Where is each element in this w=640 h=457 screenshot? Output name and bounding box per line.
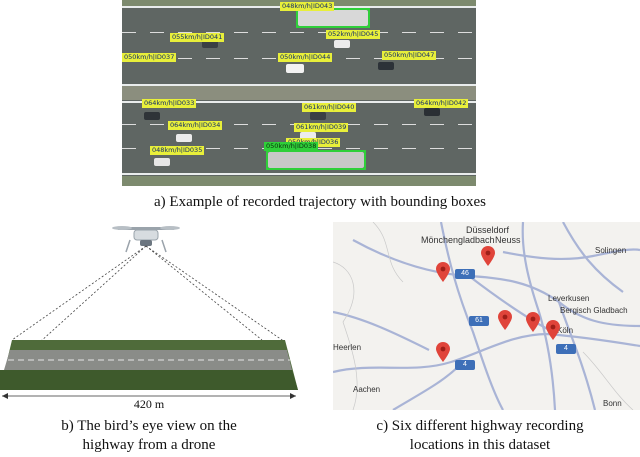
city-label: Solingen	[595, 246, 627, 255]
lane-line	[122, 32, 476, 33]
lane-line	[122, 101, 476, 103]
highway-shield: 46	[455, 269, 475, 279]
view-cone	[11, 245, 286, 343]
lane-line	[122, 173, 476, 175]
location-pin-icon	[526, 312, 540, 332]
trajectory-label: 048km/h|ID043	[280, 2, 335, 11]
trajectory-label: 055km/h|ID041	[170, 33, 225, 42]
caption-b-line1: b) The bird’s eye view on the	[61, 418, 237, 434]
trajectory-label: 061km/h|ID039	[294, 123, 349, 132]
trajectory-label: 064km/h|ID034	[168, 121, 223, 130]
truck	[298, 10, 368, 26]
recording-locations-map: Düsseldorf Mönchengladbach Neuss Solinge…	[333, 222, 640, 410]
location-pin-icon	[436, 342, 450, 362]
trajectory-label: 050km/h|ID044	[278, 53, 333, 62]
highway-shield: 4	[556, 344, 576, 354]
bounding-box	[266, 150, 366, 170]
drone-icon	[112, 226, 180, 253]
city-label: Neuss	[495, 235, 521, 245]
car	[176, 134, 192, 142]
trajectory-label: 064km/h|ID042	[414, 99, 469, 108]
car	[378, 62, 394, 70]
drone-diagram	[0, 226, 298, 399]
car	[154, 158, 170, 166]
highway-shield: 4	[455, 360, 475, 370]
trajectory-label: 050km/h|ID037	[122, 53, 177, 62]
caption-c-line1: c) Six different highway recording	[376, 418, 584, 434]
caption-c-line2: locations in this dataset	[409, 437, 551, 453]
car	[334, 40, 350, 48]
trajectory-label: 050km/h|ID038	[264, 142, 319, 151]
trajectory-label: 052km/h|ID045	[326, 30, 381, 39]
distance-label: 420 m	[133, 397, 165, 411]
caption-a: a) Example of recorded trajectory with b…	[154, 194, 486, 210]
city-label: Mönchengladbach	[421, 235, 495, 245]
car	[144, 112, 160, 120]
city-label: Heerlen	[333, 343, 362, 352]
drone-view-illustration: 420 m	[0, 222, 298, 412]
caption-b-line2: highway from a drone	[82, 437, 216, 453]
car	[202, 40, 218, 48]
location-pin-icon	[546, 320, 560, 340]
city-label: Köln	[557, 326, 574, 335]
trajectory-label: 064km/h|ID033	[142, 99, 197, 108]
truck	[268, 152, 364, 168]
bounding-box	[296, 8, 370, 28]
location-pin-icon	[481, 246, 495, 266]
city-label: Leverkusen	[548, 294, 590, 303]
car	[300, 132, 316, 140]
trajectory-label: 048km/h|ID035	[150, 146, 205, 155]
car	[424, 108, 440, 116]
city-label: Aachen	[353, 385, 381, 394]
city-label: Düsseldorf	[466, 225, 510, 235]
location-pin-icon	[498, 310, 512, 330]
highway-shield: 61	[469, 316, 489, 326]
trajectory-label: 050km/h|ID047	[382, 51, 437, 60]
grass-strip	[122, 176, 476, 186]
city-label: Bonn	[603, 399, 622, 408]
median-strip	[122, 86, 476, 100]
lane-line	[122, 84, 476, 86]
location-pin-icon	[436, 262, 450, 282]
car	[310, 112, 326, 120]
car	[286, 64, 304, 73]
trajectory-label: 061km/h|ID040	[302, 103, 357, 112]
city-label: Bergisch Gladbach	[560, 306, 628, 315]
aerial-trajectory-image: 048km/h|ID043 055km/h|ID041 052km/h|ID04…	[122, 0, 476, 186]
